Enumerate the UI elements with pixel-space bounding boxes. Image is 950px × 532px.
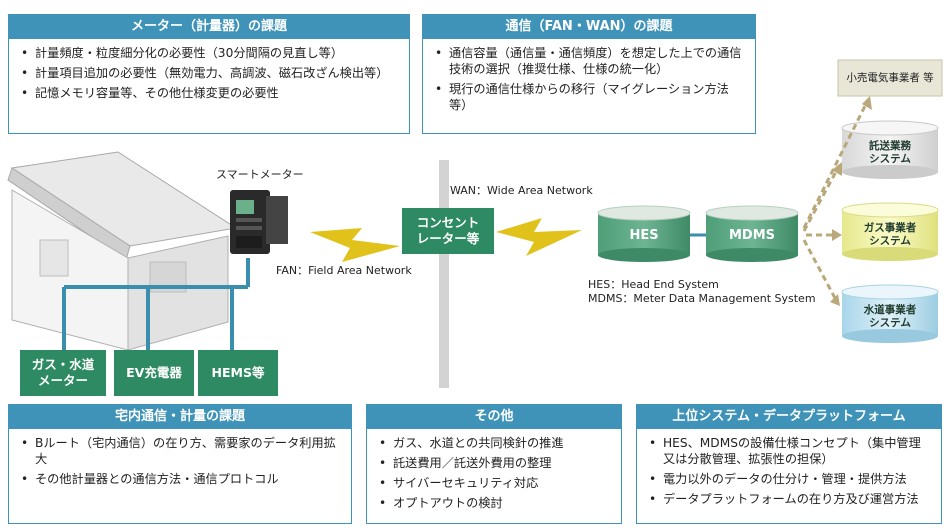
water-system-cylinder	[841, 284, 939, 343]
list-item: データプラットフォームの在り方及び運営方法	[649, 491, 931, 507]
gas-water-meter-box: ガス・水道 メーター	[20, 350, 106, 396]
list-item: オプトアウトの検討	[379, 495, 611, 511]
network-pole	[439, 160, 449, 388]
upper-system-panel: 上位システム・データプラットフォーム HES、MDMSの設備仕様コンセプト（集中…	[636, 404, 942, 524]
meter-issues-panel: メーター（計量器）の課題 計量頻度・粒度細分化の必要性（30分間隔の見直し等） …	[8, 14, 410, 134]
list-item: ガス、水道との共同検針の推進	[379, 435, 611, 451]
concentrator-box: コンセント レーター等	[402, 208, 494, 254]
mdms-label: MDMS	[728, 228, 776, 243]
arrow-heads	[830, 96, 872, 306]
smart-meter-label: スマートメーター	[216, 168, 304, 181]
list-item: その他計量器との通信方法・通信プロトコル	[21, 471, 341, 487]
other-issues-panel: その他 ガス、水道との共同検針の推進 託送費用／託送外費用の整理 サイバーセキュ…	[366, 404, 622, 524]
retailer-box	[837, 59, 943, 97]
home-issues-title: 宅内通信・計量の課題	[9, 405, 351, 429]
smart-meter-device	[230, 190, 288, 254]
comm-issues-title: 通信（FAN・WAN）の課題	[423, 15, 755, 39]
house-illustration	[7, 151, 238, 351]
data-flow-arrows	[802, 99, 870, 301]
list-item: 電力以外のデータの仕分け・管理・提供方法	[649, 471, 931, 487]
home-issues-panel: 宅内通信・計量の課題 Bルート（宅内通信）の在り方、需要家のデータ利用拡大 その…	[8, 404, 352, 524]
hes-cylinder	[597, 205, 691, 262]
hems-box: HEMS等	[198, 350, 278, 396]
comm-issues-list: 通信容量（通信量・通信頻度）を想定した上での通信技術の選択（推奨仕様、仕様の統一…	[423, 39, 755, 121]
list-item: 託送費用／託送外費用の整理	[379, 455, 611, 471]
list-item: 現行の通信仕様からの移行（マイグレーション方法等）	[435, 81, 745, 113]
wan-lightning-icon	[496, 218, 582, 256]
wheeling-system-cylinder	[841, 120, 939, 179]
list-item: Bルート（宅内通信）の在り方、需要家のデータ利用拡大	[21, 435, 341, 467]
meter-issues-title: メーター（計量器）の課題	[9, 15, 409, 39]
list-item: 計量頻度・粒度細分化の必要性（30分間隔の見直し等）	[21, 45, 399, 61]
ev-charger-box: EV充電器	[114, 350, 194, 396]
other-issues-title: その他	[367, 405, 621, 429]
list-item: 通信容量（通信量・通信頻度）を想定した上での通信技術の選択（推奨仕様、仕様の統一…	[435, 45, 745, 77]
home-wiring	[62, 258, 250, 350]
upper-system-list: HES、MDMSの設備仕様コンセプト（集中管理又は分散管理、拡張性の担保） 電力…	[637, 429, 941, 515]
list-item: 計量項目追加の必要性（無効電力、高調波、磁石改ざん検出等）	[21, 65, 399, 81]
list-item: HES、MDMSの設備仕様コンセプト（集中管理又は分散管理、拡張性の担保）	[649, 435, 931, 467]
comm-issues-panel: 通信（FAN・WAN）の課題 通信容量（通信量・通信頻度）を想定した上での通信技…	[422, 14, 756, 134]
fan-label: FAN：Field Area Network	[276, 264, 412, 277]
mdms-cylinder	[705, 205, 799, 262]
wheeling-system-label: 託送業務 システム	[869, 140, 911, 165]
hes-definition: HES：Head End System	[588, 278, 719, 291]
meter-issues-list: 計量頻度・粒度細分化の必要性（30分間隔の見直し等） 計量項目追加の必要性（無効…	[9, 39, 409, 109]
hes-label: HES	[629, 228, 659, 243]
home-issues-list: Bルート（宅内通信）の在り方、需要家のデータ利用拡大 その他計量器との通信方法・…	[9, 429, 351, 495]
wan-label: WAN：Wide Area Network	[450, 184, 593, 197]
upper-system-title: 上位システム・データプラットフォーム	[637, 405, 941, 429]
list-item: サイバーセキュリティ対応	[379, 475, 611, 491]
gas-system-cylinder	[841, 202, 939, 261]
water-system-label: 水道事業者 システム	[863, 304, 917, 329]
fan-lightning-icon	[310, 228, 400, 262]
list-item: 記憶メモリ容量等、その他仕様変更の必要性	[21, 85, 399, 101]
mdms-definition: MDMS：Meter Data Management System	[588, 292, 816, 305]
retailer-label: 小売電気事業者 等	[846, 72, 934, 84]
gas-system-label: ガス事業者 システム	[863, 222, 917, 247]
other-issues-list: ガス、水道との共同検針の推進 託送費用／託送外費用の整理 サイバーセキュリティ対…	[367, 429, 621, 519]
